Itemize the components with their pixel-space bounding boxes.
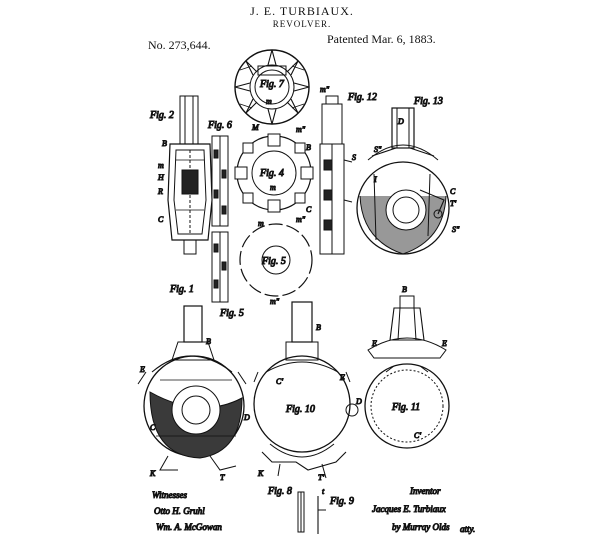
attorney-signature: by Murray Olds: [392, 522, 450, 532]
fig11-label: Fig. 11: [391, 402, 420, 413]
fig1-label: Fig. 1: [169, 284, 194, 295]
fig13-label: Fig. 13: [413, 96, 443, 107]
svg-text:C: C: [450, 187, 456, 196]
fig6-strip-drawing: [211, 135, 229, 227]
svg-text:m": m": [270, 297, 280, 306]
fig11-body-drawing: [364, 295, 450, 449]
inventor-label: Inventor: [409, 486, 441, 496]
svg-text:B: B: [206, 337, 211, 346]
svg-text:T: T: [220, 473, 225, 482]
svg-text:C: C: [158, 215, 164, 224]
fig12-label: Fig. 12: [347, 92, 377, 103]
svg-text:E: E: [441, 339, 447, 348]
fig12-barrel-drawing: [319, 95, 353, 255]
fig7-label: Fig. 7: [259, 79, 285, 90]
svg-text:S: S: [352, 153, 356, 162]
fig5-strip-drawing: [211, 231, 229, 303]
svg-text:M: M: [251, 123, 260, 132]
fig2-cylinder-drawing: [167, 95, 213, 255]
svg-text:B: B: [402, 285, 407, 294]
svg-text:R: R: [157, 187, 163, 196]
svg-text:T': T': [450, 199, 456, 208]
witnesses-label: Witnesses: [152, 490, 187, 500]
svg-text:B: B: [162, 139, 167, 148]
svg-text:S": S": [452, 225, 460, 234]
svg-text:K: K: [257, 469, 264, 478]
svg-text:C': C': [276, 377, 283, 386]
svg-text:t: t: [322, 487, 325, 496]
svg-text:m: m: [158, 161, 164, 170]
svg-text:m": m": [320, 85, 330, 94]
svg-text:m: m: [258, 219, 264, 228]
fig9-part-drawing: [317, 496, 326, 534]
svg-text:E: E: [139, 365, 145, 374]
fig6-label: Fig. 6: [207, 120, 232, 131]
svg-text:K: K: [149, 469, 156, 478]
fig1-revolver-drawing: [137, 305, 247, 471]
svg-text:C: C: [150, 423, 156, 432]
svg-text:E: E: [339, 373, 345, 382]
svg-text:D: D: [243, 413, 250, 422]
svg-text:E: E: [371, 339, 377, 348]
patent-number: No. 273,644.: [148, 38, 211, 52]
svg-text:B: B: [316, 323, 321, 332]
fig4-ring-drawing: [234, 133, 314, 213]
fig13-mechanism-drawing: [356, 107, 450, 255]
fig10-body-drawing: [253, 301, 359, 479]
svg-text:C: C: [306, 205, 312, 214]
fig2-label: Fig. 2: [149, 110, 174, 121]
svg-text:I: I: [373, 175, 377, 184]
fig8-label: Fig. 8: [267, 486, 292, 497]
fig4-label: Fig. 4: [259, 168, 284, 179]
svg-text:B: B: [306, 143, 311, 152]
fig5-disc-drawing: [239, 223, 313, 297]
inventor-signature: Jacques E. Turbiaux: [372, 504, 446, 514]
fig5-strip-label: Fig. 5: [219, 308, 244, 319]
svg-text:m": m": [296, 215, 306, 224]
witness-1-signature: Otto H. Gruhl: [154, 506, 205, 516]
witness-2-signature: Wm. A. McGowan: [156, 522, 222, 532]
svg-text:m": m": [296, 125, 306, 134]
svg-text:S": S": [374, 145, 382, 154]
fig9-label: Fig. 9: [329, 496, 354, 507]
fig7-gear-drawing: [234, 49, 310, 125]
fig8-part-drawing: [297, 491, 305, 533]
svg-text:m: m: [270, 183, 276, 192]
invention-title: REVOLVER.: [272, 19, 332, 29]
svg-text:C': C': [414, 431, 421, 440]
svg-text:D: D: [397, 117, 404, 126]
svg-text:T': T': [318, 473, 324, 482]
inventor-heading: J. E. TURBIAUX.: [250, 4, 354, 18]
svg-text:m: m: [266, 97, 272, 106]
fig10-label: Fig. 10: [285, 404, 315, 415]
patent-date: Patented Mar. 6, 1883.: [327, 32, 436, 46]
attorney-role: atty.: [460, 524, 475, 534]
svg-text:D: D: [355, 397, 362, 406]
fig5-disc-label: Fig. 5: [261, 256, 286, 267]
signature-block: Witnesses Otto H. Gruhl Wm. A. McGowan I…: [152, 486, 476, 535]
svg-text:H: H: [157, 173, 165, 182]
